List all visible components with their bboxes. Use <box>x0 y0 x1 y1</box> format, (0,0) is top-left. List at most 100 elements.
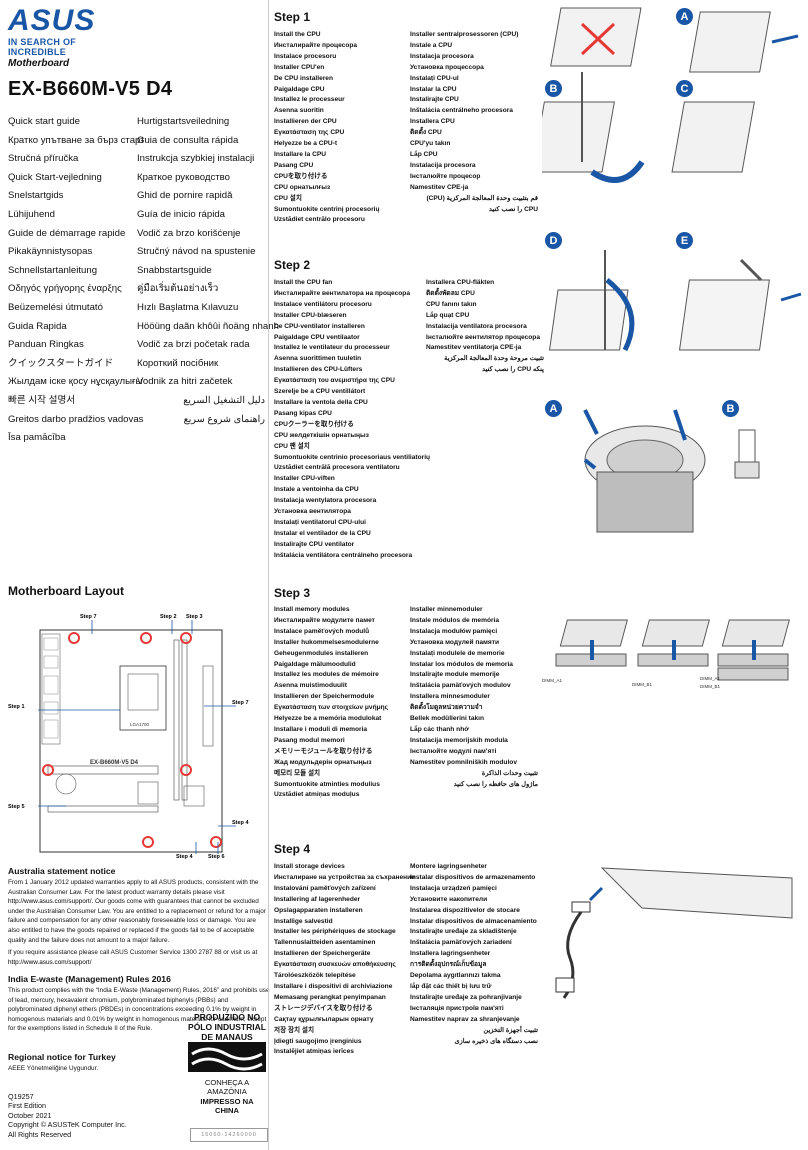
step-badge: D <box>545 232 562 249</box>
dimm-label: DIMM_A1 <box>542 678 563 683</box>
dimm-label: DIMM_B1 <box>700 684 721 689</box>
language-list-2: Hurtigstartsveiledning Guia de consulta … <box>137 113 279 429</box>
step-badge: E <box>676 232 693 249</box>
language-item: Guida Rapida <box>8 320 67 332</box>
layout-label: Step 5 <box>8 804 25 810</box>
language-item: Guide de démarrage rapide <box>8 227 126 239</box>
language-item: Snelstartgids <box>8 190 64 202</box>
step1-title: Step 1 <box>274 10 311 24</box>
support-link[interactable]: http://www.asus.com/support/ <box>8 958 92 966</box>
language-item: Vodič za brzo korišćenje <box>137 227 241 239</box>
language-item: Hööüng daãn khôûi ñoäng nhanh <box>137 320 279 332</box>
document-code: Q19257 <box>8 1092 34 1101</box>
layout-label: Step 1 <box>8 704 25 710</box>
step-badge: A <box>676 8 693 25</box>
asus-logo: ASUS IN SEARCH OF INCREDIBLE <box>8 4 120 58</box>
cpu-fan-illustration <box>583 409 760 533</box>
language-item: Guia de consulta rápida <box>137 134 239 146</box>
language-item: Stručný návod na spustenie <box>137 246 256 258</box>
language-item: Schnellstartanleitung <box>8 264 98 276</box>
language-item: Beüzemelési útmutató <box>8 301 103 313</box>
language-item: Жылдам іске қосу нұсқаулығы <box>8 376 143 388</box>
layout-label: Step 4 <box>176 854 193 860</box>
language-item: Ghid de pornire rapidă <box>137 190 233 202</box>
language-item: 빠른 시작 설명서 <box>8 394 76 406</box>
board-text: EX-B660M-V5 D4 <box>90 760 139 766</box>
language-item: Quick Start-vejledning <box>8 171 102 183</box>
language-item: Краткое руководство <box>137 171 230 183</box>
language-item-rtl: راهنمای شروع سریع <box>183 413 265 425</box>
rights: All Rights Reserved <box>8 1129 72 1139</box>
language-item: Короткий посібник <box>137 357 219 369</box>
language-item-rtl: دليل التشغيل السريع <box>183 394 265 406</box>
turkey-notice-title: Regional notice for Turkey <box>8 1052 116 1062</box>
language-item: Quick start guide <box>8 116 80 127</box>
language-item: クイックスタートガイド <box>8 357 114 369</box>
cpu-install-illustration <box>542 7 799 183</box>
column-divider <box>268 0 269 1150</box>
australia-notice: From 1 January 2012 updated warranties a… <box>8 879 266 966</box>
india-notice-title: India E-waste (Management) Rules 2016 <box>8 974 171 984</box>
barcode: 15060-14260000 <box>190 1128 268 1142</box>
language-item: Guía de inicio rápida <box>137 208 225 220</box>
australia-notice-title: Australia statement notice <box>8 866 116 876</box>
model-name: EX-B660M-V5 D4 <box>8 78 173 100</box>
language-item: Vodič za brzi početak rada <box>137 339 250 351</box>
language-item: Panduan Ringkas <box>8 339 84 351</box>
turkey-notice: AEEE Yönetmeliğine Uygundur. <box>8 1065 99 1072</box>
edition: First Edition <box>8 1101 46 1111</box>
step-badge: B <box>722 400 739 417</box>
layout-label: Step 7 <box>232 700 249 706</box>
step-badge: B <box>545 80 562 97</box>
product-type: Motherboard <box>8 58 70 69</box>
language-item: Οδηγός γρήγορης έναρξης <box>8 283 122 295</box>
language-item: Snabbstartsguide <box>137 264 212 276</box>
amazon-wave-icon <box>188 1042 266 1072</box>
language-item: Vodnik za hitri začetek <box>137 376 233 388</box>
language-item: คู่มือเริ่มต้นอย่างเร็ว <box>137 283 219 295</box>
motherboard-layout-diagram: LGA1700 EX-B660M-V5 D4 Step 7 Step 2 Ste… <box>8 614 249 860</box>
step2-title: Step 2 <box>274 258 311 272</box>
publish-date: October 2021 <box>8 1110 52 1120</box>
language-item: Hızlı Başlatma Kılavuzu <box>137 301 239 313</box>
step-badge: C <box>676 80 693 97</box>
layout-label: Step 6 <box>208 854 225 860</box>
language-list-1: Quick start guide Кратко упътване за бър… <box>8 113 145 448</box>
layout-label: Step 7 <box>80 614 97 620</box>
warranty-link[interactable]: http://www.asus.com/support/ <box>8 898 92 906</box>
manaus-stamp: PRODUZIDO NO PÓLO INDUSTRIAL DE MANAUS C… <box>188 1012 266 1115</box>
storage-install-illustration <box>555 867 793 999</box>
step-badge: A <box>545 400 562 417</box>
socket-label: LGA1700 <box>130 722 150 727</box>
memory-install-illustration: DIMM_A1 DIMM_B1 DIMM_A1 DIMM_B1 <box>542 619 790 689</box>
language-item: Īsa pamācība <box>8 432 66 444</box>
language-item: Lühijuhend <box>8 208 55 220</box>
layout-label: Step 2 <box>160 614 177 620</box>
language-item: Pikakäynnistysopas <box>8 246 93 258</box>
language-item: Instrukcja szybkiej instalacji <box>137 153 255 165</box>
step1-list-2: Installer sentralprosessoren (CPU)Instal… <box>410 31 538 213</box>
layout-label: Step 3 <box>186 614 203 620</box>
step4-title: Step 4 <box>274 842 311 856</box>
copyright: Copyright © ASUSTeK Computer Inc. <box>8 1120 127 1130</box>
language-item: Greitos darbo pradžios vadovas <box>8 413 144 425</box>
language-item: Stručná příručka <box>8 153 79 165</box>
language-item: Кратко упътване за бърз старт <box>8 134 145 146</box>
layout-label: Step 4 <box>232 820 249 826</box>
language-item: Hurtigstartsveiledning <box>137 116 230 127</box>
logo-tagline: IN SEARCH OF INCREDIBLE <box>8 37 77 57</box>
dimm-label: DIMM_A1 <box>700 676 721 681</box>
footer: Q19257 First Edition October 2021 Copyri… <box>8 1092 127 1139</box>
india-notice: This product complies with the “India E-… <box>8 987 270 1033</box>
cpu-lever-illustration <box>548 250 802 352</box>
layout-title: Motherboard Layout <box>8 584 124 598</box>
step3-title: Step 3 <box>274 586 311 600</box>
logo-wordmark: ASUS <box>8 4 96 37</box>
